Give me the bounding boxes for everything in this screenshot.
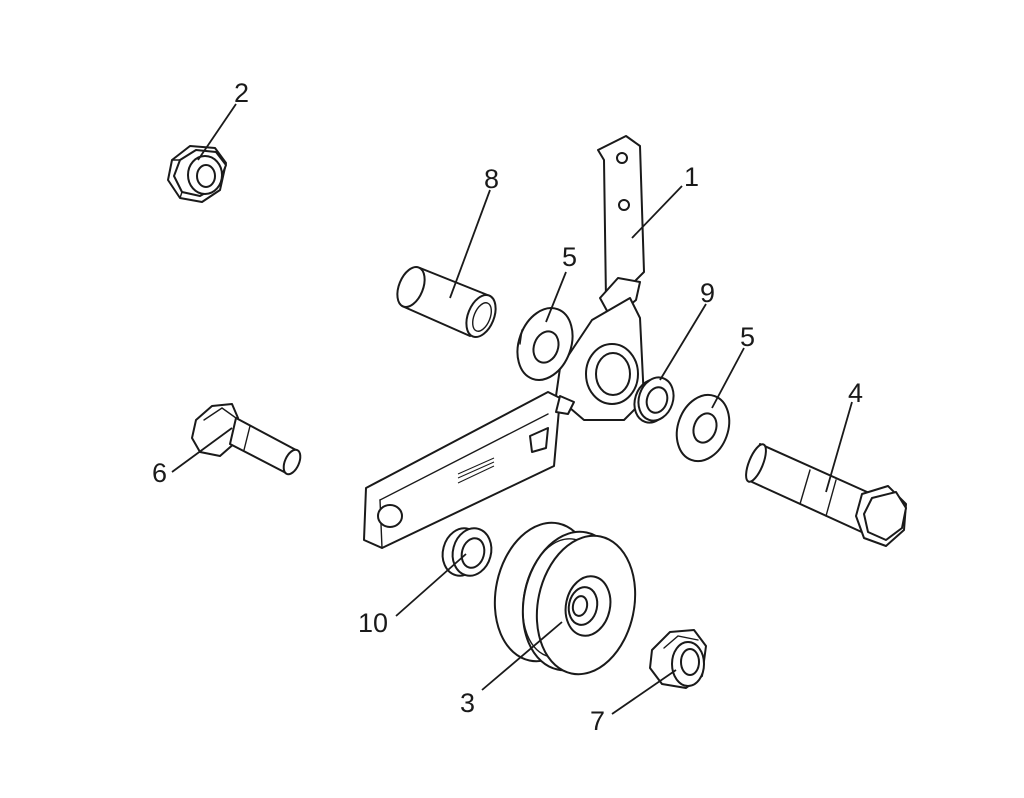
leader-10 xyxy=(395,553,467,617)
idler-arm-bracket-part-1 xyxy=(363,135,645,549)
leader-7 xyxy=(611,669,677,715)
callout-7: 7 xyxy=(590,706,605,736)
callout-8: 8 xyxy=(484,164,499,194)
leader-3 xyxy=(481,621,563,691)
callout-5-left: 5 xyxy=(562,242,577,272)
flat-washer-part-5-right xyxy=(675,393,731,463)
leader-1 xyxy=(631,185,683,239)
callout-1: 1 xyxy=(684,162,699,192)
callout-labels: 1 2 3 4 5 5 6 7 8 9 10 xyxy=(152,78,863,736)
leader-8 xyxy=(449,189,491,299)
callout-6: 6 xyxy=(152,458,167,488)
flat-washer-part-5-left xyxy=(516,307,574,381)
spacer-tube-part-8 xyxy=(396,266,497,338)
short-hex-bolt-part-6 xyxy=(191,403,302,476)
long-hex-bolt-part-4 xyxy=(745,443,907,547)
leader-4 xyxy=(825,401,853,493)
leader-5b xyxy=(711,347,745,409)
leader-2 xyxy=(197,103,237,161)
leader-6 xyxy=(171,427,233,473)
callout-4: 4 xyxy=(848,378,863,408)
leader-lines xyxy=(171,103,853,715)
idler-pulley-part-3 xyxy=(493,521,637,676)
callout-10: 10 xyxy=(358,608,388,638)
callout-2: 2 xyxy=(234,78,249,108)
callout-5-right: 5 xyxy=(740,322,755,352)
callout-3: 3 xyxy=(460,688,475,718)
leader-5a xyxy=(545,271,567,323)
callout-9: 9 xyxy=(700,278,715,308)
hex-lock-nut-part-2 xyxy=(167,145,227,203)
bushing-part-9 xyxy=(633,376,675,424)
leader-9 xyxy=(659,303,707,381)
hex-lock-nut-part-7 xyxy=(649,629,707,689)
small-spacer-part-10 xyxy=(441,527,493,577)
